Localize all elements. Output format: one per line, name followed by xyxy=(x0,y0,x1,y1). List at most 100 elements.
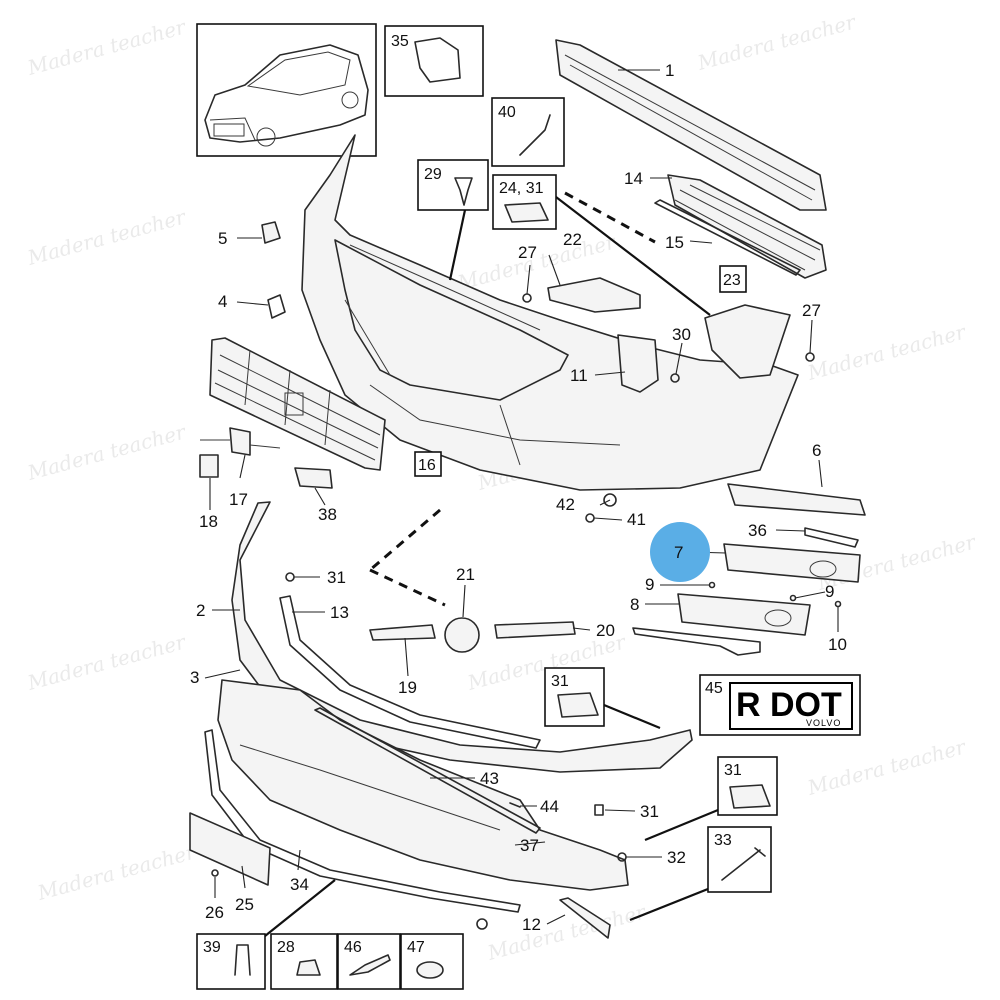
callout-27-left[interactable]: 27 xyxy=(518,243,537,262)
callout-13[interactable]: 13 xyxy=(330,603,349,622)
washer-47-icon xyxy=(416,961,444,979)
watermark-text: Madera teacher xyxy=(484,899,649,965)
box-46-label: 46 xyxy=(344,939,362,956)
part-box-40: 40 xyxy=(491,97,565,167)
box-45-label: 45 xyxy=(705,680,723,697)
volvo-text: VOLVO xyxy=(806,718,841,728)
volvo-emblem xyxy=(284,392,304,416)
callout-25[interactable]: 25 xyxy=(235,895,254,914)
callout-22[interactable]: 22 xyxy=(563,230,582,249)
part-box-row-bottom: 39 28 46 47 xyxy=(196,933,464,990)
callout-12[interactable]: 12 xyxy=(522,915,541,934)
car-silhouette xyxy=(204,44,369,143)
part-11-bracket xyxy=(617,334,659,393)
screw-26 xyxy=(211,869,219,877)
callout-2[interactable]: 2 xyxy=(196,601,205,620)
part-10-fog-cover xyxy=(632,627,761,656)
callout-5[interactable]: 5 xyxy=(218,229,227,248)
part-box-31-b: 31 xyxy=(717,756,778,816)
box-16-label: 16 xyxy=(418,457,436,474)
part-2-lower-spoiler xyxy=(231,501,693,773)
watermark-text: Madera teacher xyxy=(804,319,969,385)
part-20-trim xyxy=(494,621,576,639)
callout-44[interactable]: 44 xyxy=(540,797,559,816)
callout-36[interactable]: 36 xyxy=(748,521,767,540)
dashed-guide-21 xyxy=(369,568,446,607)
callout-4[interactable]: 4 xyxy=(218,292,227,311)
watermark-text: Madera teacher xyxy=(24,204,189,270)
clip-44 xyxy=(509,802,521,808)
callout-19[interactable]: 19 xyxy=(398,678,417,697)
callout-21[interactable]: 21 xyxy=(456,565,475,584)
clip-31 xyxy=(594,804,604,816)
part-box-29: 29 xyxy=(417,159,489,211)
callout-7[interactable]: 7 xyxy=(674,543,683,562)
callout-8[interactable]: 8 xyxy=(630,595,639,614)
callout-31-left[interactable]: 31 xyxy=(327,568,346,587)
watermark-text: Madera teacher xyxy=(24,629,189,695)
part-19-trim xyxy=(369,624,436,641)
callout-34[interactable]: 34 xyxy=(290,875,309,894)
callout-10[interactable]: 10 xyxy=(828,635,847,654)
callout-42[interactable]: 42 xyxy=(556,495,575,514)
part-22-bracket xyxy=(547,277,641,313)
watermark-text: Madera teacher xyxy=(34,839,199,905)
callout-27-right[interactable]: 27 xyxy=(802,301,821,320)
clip-31-b-icon xyxy=(729,784,771,809)
callout-38[interactable]: 38 xyxy=(318,505,337,524)
callout-14[interactable]: 14 xyxy=(624,169,643,188)
cable-40-icon xyxy=(519,114,551,156)
part-7-fog-grille xyxy=(723,543,861,583)
part-21-emblem-cap xyxy=(444,617,480,653)
box-29-label: 29 xyxy=(424,166,442,183)
callout-9-left[interactable]: 9 xyxy=(645,575,654,594)
arrow-39 xyxy=(259,879,336,941)
part-5-tow-eye-cap xyxy=(261,221,281,244)
callout-1[interactable]: 1 xyxy=(665,61,674,80)
watermark-text: Madera teacher xyxy=(24,419,189,485)
clip-31-a-icon xyxy=(557,692,599,718)
callout-43[interactable]: 43 xyxy=(480,769,499,788)
part-36-strip xyxy=(804,527,859,548)
callout-18[interactable]: 18 xyxy=(199,512,218,531)
part-13-strip xyxy=(279,595,541,749)
part-14-lower-grille-mesh xyxy=(667,174,827,279)
callout-26[interactable]: 26 xyxy=(205,903,224,922)
box-39-label: 39 xyxy=(203,939,221,956)
clip-39-icon xyxy=(234,944,251,976)
callout-20[interactable]: 20 xyxy=(596,621,615,640)
callout-31-lower[interactable]: 31 xyxy=(640,802,659,821)
callout-3[interactable]: 3 xyxy=(190,668,199,687)
box-31-a-label: 31 xyxy=(551,673,569,690)
rivet-33-icon xyxy=(721,847,766,881)
clip-35-icon xyxy=(414,37,461,83)
screw-46-icon xyxy=(349,954,391,976)
callout-6[interactable]: 6 xyxy=(812,441,821,460)
part-box-33: 33 xyxy=(707,826,772,893)
callout-41[interactable]: 41 xyxy=(627,510,646,529)
callout-32[interactable]: 32 xyxy=(667,848,686,867)
arrow-24-31 xyxy=(555,196,711,316)
box-47-label: 47 xyxy=(407,939,425,956)
leader-lines xyxy=(204,69,839,925)
clip-10 xyxy=(834,600,842,608)
callout-37[interactable]: 37 xyxy=(520,836,539,855)
part-box-39 xyxy=(196,933,266,990)
nut-28-icon xyxy=(296,959,321,976)
bumper-cover xyxy=(301,134,799,491)
car-thumbnail-frame xyxy=(196,23,377,157)
callout-11[interactable]: 11 xyxy=(570,366,588,385)
screw-41 xyxy=(585,513,595,523)
part-8-fog-grille-lower xyxy=(677,593,811,636)
screw-31 xyxy=(285,572,295,582)
callout-9-right[interactable]: 9 xyxy=(825,582,834,601)
box-23-label: 23 xyxy=(723,272,741,289)
callout-17[interactable]: 17 xyxy=(229,490,248,509)
callout-30[interactable]: 30 xyxy=(672,325,691,344)
callout-15[interactable]: 15 xyxy=(665,233,684,252)
part-16-radiator-grille xyxy=(209,337,386,471)
dashed-guide-16-2 xyxy=(369,508,441,572)
part-25-plate-holder xyxy=(189,812,271,886)
watermark-text: Madera teacher xyxy=(804,734,969,800)
